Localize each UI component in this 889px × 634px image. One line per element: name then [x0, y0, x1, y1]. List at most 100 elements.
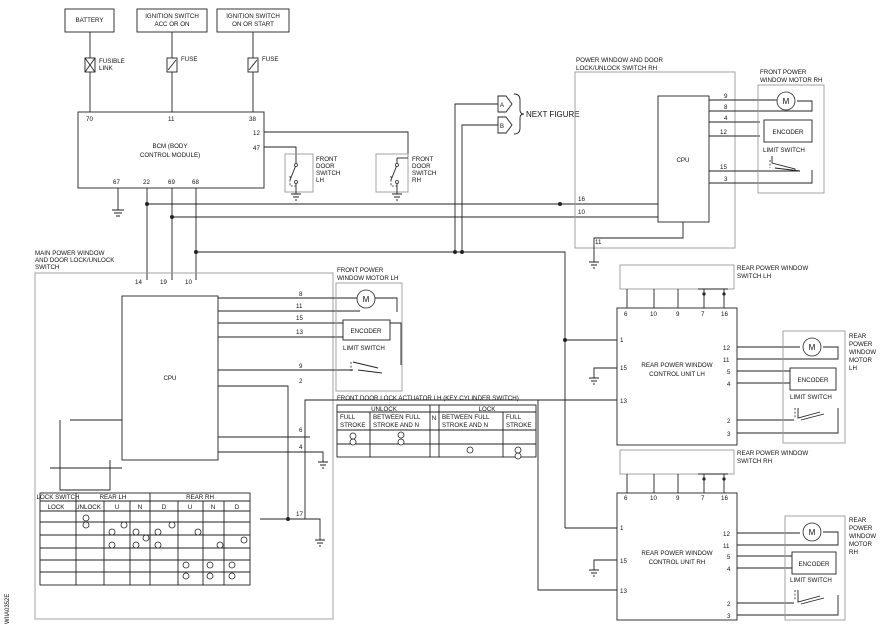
rear-motor-lh-encoder: ENCODER [798, 377, 829, 384]
table-d2: D [235, 504, 240, 511]
rh-pin-3: 3 [724, 176, 728, 183]
rh-pin-16: 16 [578, 196, 585, 203]
bcm-pin-67: 67 [113, 179, 120, 186]
rear-rh-pin-1: 1 [620, 525, 624, 532]
main-pin-8: 8 [299, 291, 303, 298]
front-door-switch-lh: FRONT DOOR SWITCH LH [284, 153, 340, 201]
rear-switch-lh-title-2: SWITCH LH [737, 273, 771, 280]
front-motor-rh: FRONT POWER WINDOW MOTOR RH M ENCODER LI… [757, 69, 825, 194]
rear-lh-pin-4: 4 [727, 381, 731, 388]
front-motor-lh-encoder: ENCODER [351, 328, 382, 335]
rear-lh-pin-12: 12 [723, 345, 730, 352]
next-figure-label: NEXT FIGURE [526, 110, 580, 119]
rh-switch-title-1: POWER WINDOW AND DOOR [576, 57, 663, 64]
main-pin-19: 19 [160, 279, 167, 286]
rear-lh-pin-2: 2 [727, 418, 731, 425]
lock-actuator-full2-2: STROKE [506, 422, 531, 429]
rear-rh-pin-6: 6 [624, 495, 628, 502]
rear-rh-pin-13: 13 [620, 588, 627, 595]
rear-unit-rh-title-2: CONTROL UNIT RH [649, 559, 706, 566]
rear-motor-lh-title-2: POWER [849, 341, 873, 348]
rear-switch-lh-title-1: REAR POWER WINDOW [737, 265, 808, 272]
connector-b-label: B [500, 123, 504, 130]
door-switch-rh-label-2: DOOR [412, 163, 431, 170]
rh-pin-4: 4 [724, 115, 728, 122]
bcm-pin-38: 38 [249, 116, 256, 123]
lock-actuator-unlock: UNLOCK [371, 406, 398, 413]
main-pin-15: 15 [296, 315, 303, 322]
rh-pin-9: 9 [724, 93, 728, 100]
rh-switch-cpu: CPU [676, 157, 689, 164]
rear-lh-pin-5: 5 [727, 369, 731, 376]
door-switch-lh-label-3: SWITCH [316, 170, 340, 177]
rear-motor-rh-title-4: MOTOR [849, 541, 872, 548]
rear-lh-pin-3: 3 [727, 431, 731, 438]
rear-motor-rh: REAR POWER WINDOW MOTOR RH M ENCODER LIM… [784, 515, 876, 621]
rear-motor-lh-title-4: MOTOR [849, 357, 872, 364]
lock-actuator-lock: LOCK [479, 406, 497, 413]
rh-pin-12: 12 [720, 129, 727, 136]
table-rear-lh: REAR LH [100, 494, 127, 501]
rear-switch-rh-title-2: SWITCH RH [737, 458, 772, 465]
connector-a-label: A [500, 102, 505, 109]
rear-lh-pin-11: 11 [723, 357, 730, 364]
rear-lh-pin-9: 9 [676, 311, 680, 318]
rear-motor-lh-title-5: LH [849, 365, 857, 372]
rear-motor-lh-limit: LIMIT SWITCH [790, 394, 832, 401]
bcm-pin-47: 47 [253, 145, 260, 152]
rear-lh-pin-16: 16 [721, 311, 728, 318]
bcm-pin-11: 11 [168, 116, 175, 123]
rear-motor-lh: REAR POWER WINDOW MOTOR LH M ENCODER LIM… [782, 330, 876, 444]
bcm: BCM (BODY CONTROL MODULE) 70 11 38 12 47… [77, 111, 265, 189]
rear-lh-pin-1: 1 [620, 337, 624, 344]
rear-lh-pin-13: 13 [620, 398, 627, 405]
rear-motor-rh-limit: LIMIT SWITCH [790, 577, 832, 584]
bcm-pin-70: 70 [86, 116, 93, 123]
front-door-switch-rh: FRONT DOOR SWITCH RH [375, 153, 436, 201]
rear-unit-rh-title-1: REAR POWER WINDOW [641, 550, 712, 557]
switch-position-table: LOCK SWITCH REAR LH REAR RH LOCK UNLOCK … [37, 492, 251, 586]
table-n1: N [138, 504, 142, 511]
rear-motor-lh-title-1: REAR [849, 333, 867, 340]
main-pin-17: 17 [296, 511, 303, 518]
table-n2: N [211, 504, 215, 511]
front-motor-lh: FRONT POWER WINDOW MOTOR LH M ENCODER LI… [335, 267, 403, 392]
front-motor-lh-title-1: FRONT POWER [337, 267, 384, 274]
rh-pin-15: 15 [720, 164, 727, 171]
bcm-title-2: CONTROL MODULE) [140, 152, 200, 159]
rear-rh-pin-16: 16 [721, 495, 728, 502]
rear-lh-pin-15: 15 [620, 365, 627, 372]
rh-pin-8: 8 [724, 104, 728, 111]
rear-unit-lh-title-1: REAR POWER WINDOW [641, 362, 712, 369]
door-switch-lh-label-1: FRONT [316, 156, 338, 163]
main-switch-title-1: MAIN POWER WINDOW [35, 250, 105, 257]
main-pin-11: 11 [296, 303, 303, 310]
rear-rh-pin-4: 4 [727, 566, 731, 573]
door-switch-rh-label-1: FRONT [412, 156, 434, 163]
lock-actuator-table: FRONT DOOR LOCK ACTUATOR LH (KEY CYLINDE… [336, 395, 537, 460]
table-lock-switch: LOCK SWITCH [37, 494, 80, 501]
rear-rh-pin-11: 11 [723, 543, 730, 550]
fuse-acc-label: FUSE [181, 56, 198, 63]
lock-actuator-full-2: STROKE [340, 422, 365, 429]
rear-unit-lh-title-2: CONTROL UNIT LH [649, 371, 705, 378]
table-contact-markers [82, 514, 248, 580]
rear-control-unit-lh: REAR POWER WINDOW CONTROL UNIT LH 6 10 9… [538, 307, 839, 446]
rear-motor-rh-m: M [809, 528, 816, 537]
next-figure-connectors: A B NEXT FIGURE [454, 93, 580, 254]
figure-code: WIIA0352E [5, 594, 11, 624]
bcm-pin-12: 12 [253, 130, 260, 137]
rear-motor-rh-encoder: ENCODER [799, 561, 830, 568]
bcm-pin-68: 68 [192, 179, 199, 186]
rear-rh-pin-10: 10 [650, 495, 657, 502]
bcm-title-1: BCM (BODY [152, 143, 187, 150]
table-d1: D [162, 504, 167, 511]
rear-rh-pin-12: 12 [723, 531, 730, 538]
table-u1: U [115, 504, 119, 511]
table-lock: LOCK [48, 504, 66, 511]
rear-rh-pin-2: 2 [727, 601, 731, 608]
main-switch-cpu: CPU [163, 375, 176, 382]
rear-window-switch-lh: REAR POWER WINDOW SWITCH LH [619, 264, 808, 308]
door-switch-lh-label-4: LH [316, 177, 324, 184]
lock-actuator-between-1: BETWEEN FULL [373, 414, 421, 421]
